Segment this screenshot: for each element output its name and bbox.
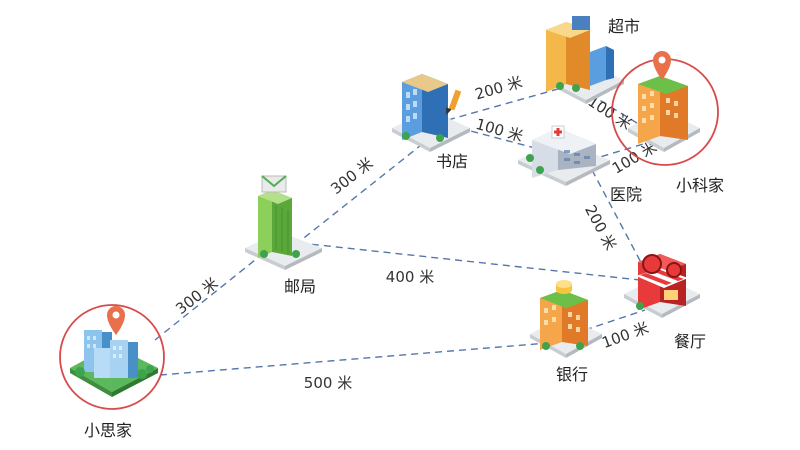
coin-icon <box>556 280 572 294</box>
route-post-restaurant <box>299 242 641 281</box>
place-post-office[interactable]: 邮局 <box>245 175 322 296</box>
distance-xiaosi-post: 300 米 <box>172 274 221 318</box>
building <box>94 348 110 378</box>
tree <box>536 166 544 174</box>
place-label-restaurant: 餐厅 <box>674 332 706 351</box>
distance-bookstore-hospital: 100 米 <box>474 115 525 146</box>
route-hospital-xiaoke <box>589 141 651 161</box>
place-label-hospital: 医院 <box>610 185 642 204</box>
distance-xiaosi-bank: 500 米 <box>304 374 352 392</box>
routes <box>154 84 651 376</box>
route-post-bookstore <box>294 137 431 246</box>
place-restaurant[interactable]: 餐厅 <box>624 254 706 351</box>
tree <box>526 154 534 162</box>
sign <box>642 254 662 274</box>
tree <box>75 367 85 377</box>
route-bank-restaurant <box>584 309 646 331</box>
sign <box>572 16 590 30</box>
envelope-icon <box>261 175 287 193</box>
distance-bank-restaurant: 100 米 <box>599 319 651 352</box>
place-label-xiaosi-home: 小思家 <box>84 421 132 440</box>
tree <box>292 250 300 258</box>
tree <box>146 365 154 373</box>
distance-post-bookstore: 300 米 <box>327 154 376 198</box>
building <box>540 290 562 350</box>
place-label-supermarket: 超市 <box>608 17 640 36</box>
place-xiaoke-home[interactable]: 小科家 <box>611 51 724 195</box>
medical-cross-icon <box>551 125 565 139</box>
place-label-post-office: 邮局 <box>284 277 316 296</box>
tree <box>436 134 444 142</box>
route-hospital-restaurant <box>591 169 646 271</box>
place-hospital[interactable]: 医院 <box>518 125 642 204</box>
pencil-icon <box>445 89 462 115</box>
place-bank[interactable]: 银行 <box>530 280 602 384</box>
building <box>110 340 128 378</box>
tree <box>576 342 584 350</box>
tree <box>572 84 580 92</box>
map-pin-icon <box>653 51 671 80</box>
tree <box>542 342 550 350</box>
place-label-xiaoke-home: 小科家 <box>676 176 724 195</box>
distance-hospital-restaurant: 200 米 <box>581 202 620 253</box>
building <box>590 46 606 86</box>
tree <box>556 82 564 90</box>
place-label-bookstore: 书店 <box>436 152 468 171</box>
tree <box>636 302 644 310</box>
highlight-circle <box>59 304 165 410</box>
building <box>638 76 660 144</box>
place-bookstore[interactable]: 书店 <box>392 74 470 171</box>
tree <box>137 369 147 379</box>
map-pin-icon <box>107 306 125 335</box>
distance-post-restaurant: 400 米 <box>386 268 434 286</box>
place-label-bank: 银行 <box>556 365 588 384</box>
place-xiaosi-home[interactable]: 小思家 <box>59 304 165 440</box>
place-supermarket[interactable]: 超市 <box>546 16 640 104</box>
distance-bookstore-supermarket: 200 米 <box>473 73 524 104</box>
tree <box>260 250 268 258</box>
route-bookstore-supermarket <box>447 84 573 121</box>
building <box>546 22 566 92</box>
tree <box>402 132 410 140</box>
building <box>258 190 272 258</box>
route-xiaosi-bank <box>159 342 549 376</box>
